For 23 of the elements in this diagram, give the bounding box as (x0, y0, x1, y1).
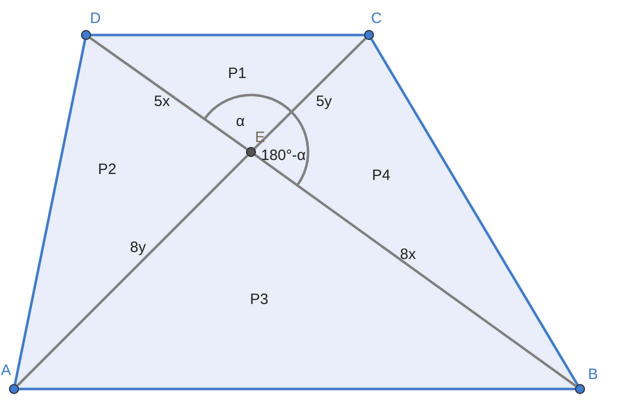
line-segment (16, 154, 248, 386)
line-segment (254, 154, 577, 388)
edge-label: 8y (130, 240, 146, 256)
vertex-label: D (90, 11, 101, 27)
line-segment (370, 38, 579, 386)
region-label: P3 (250, 292, 268, 308)
line-segment (91, 34, 364, 36)
edge-label: 5y (316, 94, 332, 110)
vertex-label: E (255, 130, 266, 146)
vertex-label: A (1, 363, 12, 379)
vertex-label: B (588, 367, 598, 383)
region-label: P2 (98, 162, 116, 178)
line-segment (254, 38, 366, 150)
region-label: P4 (372, 168, 390, 184)
region-label: α (236, 114, 245, 130)
edge-label: 8x (400, 247, 416, 263)
line-segment (14, 40, 86, 384)
line-segment (89, 36, 248, 150)
region-label: 180°-α (261, 148, 306, 164)
region-label: P1 (228, 66, 246, 82)
edge-label: 5x (154, 94, 170, 110)
line-segment (19, 388, 575, 390)
vertex-label: C (371, 11, 382, 27)
